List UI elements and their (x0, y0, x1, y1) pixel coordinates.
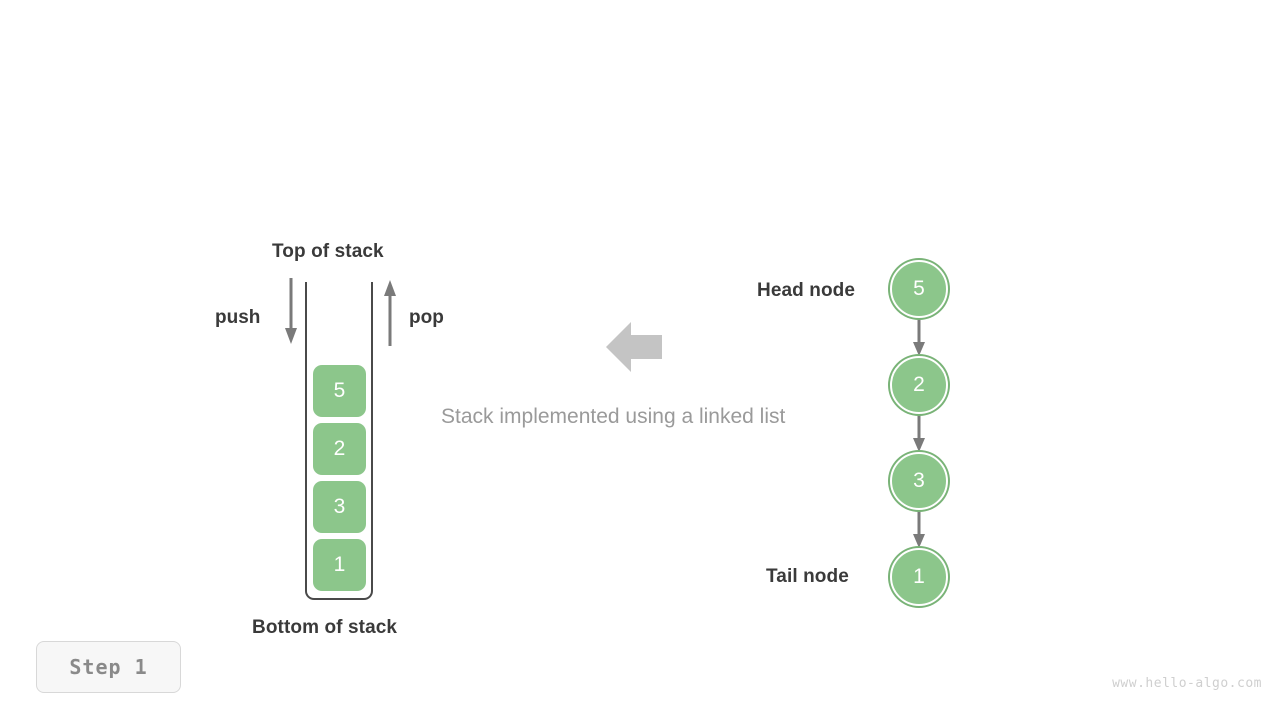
linked-list-node[interactable]: 5 (890, 260, 948, 318)
diagram-caption: Stack implemented using a linked list (441, 405, 786, 428)
watermark: www.hello-algo.com (1112, 676, 1262, 691)
push-label: push (215, 307, 261, 328)
tail-node-label: Tail node (766, 566, 849, 587)
step-badge: Step 1 (36, 641, 181, 693)
pop-arrow-icon (384, 280, 396, 346)
stack-cell[interactable]: 2 (313, 423, 366, 475)
stack-wall-left (305, 282, 307, 572)
push-arrow-icon (285, 278, 297, 344)
link-arrow-2-to-3-icon (913, 412, 925, 452)
linked-list-node[interactable]: 1 (890, 548, 948, 606)
transition-left-arrow-icon (606, 322, 662, 372)
stack-cell[interactable]: 3 (313, 481, 366, 533)
stack-cell[interactable]: 5 (313, 365, 366, 417)
stack-top-label: Top of stack (272, 241, 384, 262)
stack-cell[interactable]: 1 (313, 539, 366, 591)
linked-list-node[interactable]: 2 (890, 356, 948, 414)
link-arrow-5-to-2-icon (913, 316, 925, 356)
stack-container (305, 282, 373, 600)
stack-floor (305, 537, 373, 600)
stack-bottom-label: Bottom of stack (252, 617, 398, 638)
linked-list-node[interactable]: 3 (890, 452, 948, 510)
stack-wall-right (371, 282, 373, 572)
step-badge-label: Step 1 (69, 655, 148, 679)
link-arrow-3-to-1-icon (913, 508, 925, 548)
pop-label: pop (409, 307, 444, 328)
head-node-label: Head node (757, 280, 856, 301)
